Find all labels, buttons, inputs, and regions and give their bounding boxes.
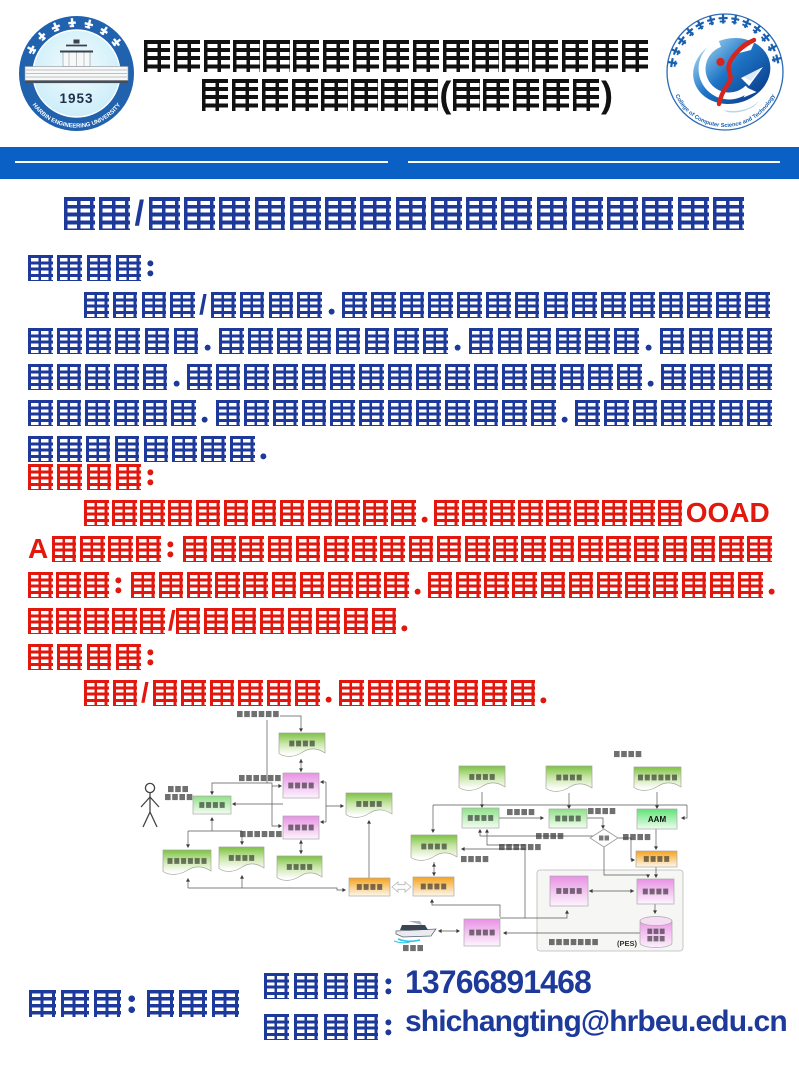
svg-text:1953: 1953 [59,91,93,106]
svg-text:AAM: AAM [648,815,667,824]
svg-text:(PES): (PES) [617,939,638,948]
